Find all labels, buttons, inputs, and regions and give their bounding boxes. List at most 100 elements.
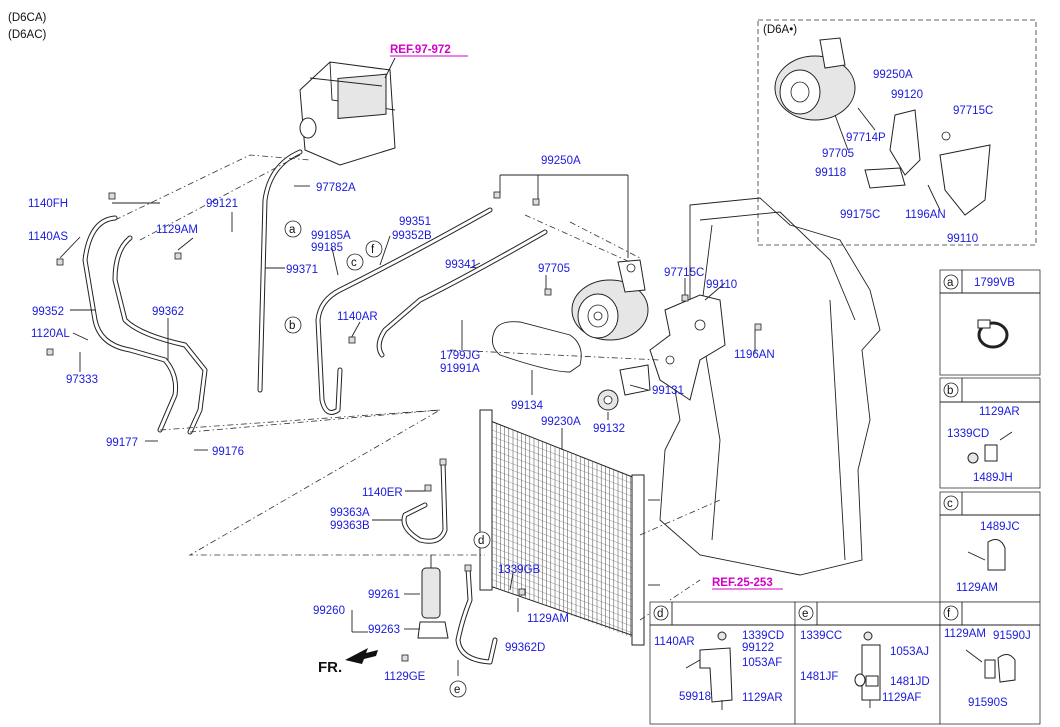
label-99250A[interactable]: 99250A — [541, 155, 581, 167]
label-1140ER[interactable]: 1140ER — [362, 487, 403, 499]
detail-box-a: a 1799VB — [939, 269, 1041, 376]
detail-e-1481JD[interactable]: 1481JD — [890, 676, 930, 688]
label-97715C[interactable]: 97715C — [664, 267, 704, 279]
detail-a-part[interactable]: 1799VB — [974, 277, 1015, 289]
label-99110[interactable]: 99110 — [706, 279, 737, 291]
detail-d-99122[interactable]: 99122 — [742, 642, 774, 654]
label-1140AR[interactable]: 1140AR — [337, 311, 378, 323]
svg-text:d: d — [478, 535, 484, 547]
label-1339GB[interactable]: 1339GB — [498, 564, 541, 576]
label-99121[interactable]: 99121 — [206, 198, 238, 210]
part-labels: 99250A 1140FH 99121 1140AS 1129AM 99352 … — [28, 155, 775, 683]
callout-f[interactable]: f — [365, 240, 383, 258]
label-99230A[interactable]: 99230A — [541, 416, 581, 428]
callout-d[interactable]: d — [473, 531, 491, 549]
detail-f-91590S[interactable]: 91590S — [968, 697, 1008, 709]
inset-label-99250A[interactable]: 99250A — [873, 69, 913, 81]
inset-label-97714P[interactable]: 97714P — [846, 132, 886, 144]
label-97333[interactable]: 97333 — [66, 374, 98, 386]
detail-d-1339CD[interactable]: 1339CD — [742, 630, 784, 642]
label-99351[interactable]: 99351 — [399, 216, 431, 228]
model-code-1: (D6CA) — [8, 12, 47, 24]
label-99185[interactable]: 99185 — [311, 242, 343, 254]
label-99362D[interactable]: 99362D — [505, 642, 545, 654]
label-91991A[interactable]: 91991A — [440, 363, 480, 375]
detail-d-1140AR[interactable]: 1140AR — [654, 636, 695, 648]
label-99260[interactable]: 99260 — [313, 605, 345, 617]
inset-label-97715C[interactable]: 97715C — [953, 105, 993, 117]
label-99263[interactable]: 99263 — [368, 624, 400, 636]
inset-label-97705[interactable]: 97705 — [822, 148, 854, 160]
label-99134[interactable]: 99134 — [511, 400, 544, 412]
ref-hvac[interactable]: REF.97-972 — [390, 44, 451, 56]
detail-c-1129AM[interactable]: 1129AM — [956, 582, 998, 594]
callout-c[interactable]: c — [346, 253, 364, 271]
label-99352B[interactable]: 99352B — [392, 230, 432, 242]
detail-b-1339CD[interactable]: 1339CD — [947, 428, 989, 440]
label-1129AM-a[interactable]: 1129AM — [156, 224, 198, 236]
dashed-guides — [114, 154, 721, 621]
label-1140AS[interactable]: 1140AS — [28, 231, 68, 243]
label-1140FH[interactable]: 1140FH — [28, 198, 68, 210]
detail-f-1129AM[interactable]: 1129AM — [944, 628, 986, 640]
detail-e-1129AF[interactable]: 1129AF — [882, 692, 921, 704]
detail-e-1481JF[interactable]: 1481JF — [800, 671, 838, 683]
detail-b-1489JH[interactable]: 1489JH — [973, 472, 1013, 484]
inset-label-99118[interactable]: 99118 — [815, 167, 846, 179]
inset-label-1196AN[interactable]: 1196AN — [905, 209, 946, 221]
label-1196AN[interactable]: 1196AN — [734, 349, 775, 361]
label-99177[interactable]: 99177 — [106, 437, 138, 449]
detail-e-1339CC[interactable]: 1339CC — [800, 630, 842, 642]
callout-b[interactable]: b — [284, 316, 302, 334]
inset-d6a: (D6A•) — [757, 19, 1037, 246]
label-1129AM-b[interactable]: 1129AM — [527, 613, 569, 625]
label-99363A[interactable]: 99363A — [330, 507, 370, 519]
bolt — [56, 258, 64, 266]
label-1799JG[interactable]: 1799JG — [440, 350, 480, 362]
callout-e[interactable]: e — [449, 680, 467, 698]
label-1129GE[interactable]: 1129GE — [384, 671, 426, 683]
detail-c-1489JC[interactable]: 1489JC — [980, 521, 1020, 533]
bolt — [439, 458, 447, 466]
svg-text:(D6A•): (D6A•) — [763, 24, 797, 36]
hose-liquid — [401, 459, 498, 665]
label-97705[interactable]: 97705 — [538, 263, 570, 275]
hvac-unit — [299, 61, 396, 166]
detail-d-59918[interactable]: 59918 — [679, 691, 711, 703]
bolt — [544, 288, 552, 296]
inset-label-99120[interactable]: 99120 — [891, 89, 923, 101]
label-99261[interactable]: 99261 — [368, 589, 400, 601]
label-99176[interactable]: 99176 — [212, 446, 244, 458]
label-99362[interactable]: 99362 — [152, 306, 184, 318]
label-99363B[interactable]: 99363B — [330, 520, 370, 532]
label-99371[interactable]: 99371 — [286, 264, 318, 276]
inset-label-99175C[interactable]: 99175C — [840, 209, 880, 221]
detail-box-d: d — [649, 601, 796, 725]
detail-f-91590J[interactable]: 91590J — [993, 630, 1031, 642]
callout-a[interactable]: a — [284, 220, 302, 238]
label-99341[interactable]: 99341 — [445, 259, 477, 271]
detail-box-f: f — [939, 601, 1041, 725]
bolt — [401, 654, 409, 662]
label-99131[interactable]: 99131 — [652, 385, 684, 397]
svg-text:b: b — [947, 385, 953, 397]
bolt — [348, 336, 356, 344]
detail-d-1129AR[interactable]: 1129AR — [742, 692, 783, 704]
detail-box-b: b — [939, 377, 1041, 489]
label-97782A[interactable]: 97782A — [316, 182, 356, 194]
detail-b-1129AR[interactable]: 1129AR — [979, 406, 1020, 418]
detail-d-1053AF[interactable]: 1053AF — [742, 657, 782, 669]
svg-text:c: c — [947, 498, 953, 510]
bolt — [532, 198, 540, 206]
svg-text:c: c — [351, 257, 357, 269]
ac-compressor — [571, 259, 649, 341]
detail-e-1053AJ[interactable]: 1053AJ — [890, 646, 929, 658]
svg-text:a: a — [289, 224, 296, 236]
ref-radiator[interactable]: REF.25-253 — [712, 577, 773, 589]
label-99132[interactable]: 99132 — [593, 423, 625, 435]
label-1120AL[interactable]: 1120AL — [31, 328, 70, 340]
label-99352[interactable]: 99352 — [32, 306, 64, 318]
condenser — [479, 409, 660, 646]
inset-label-99110[interactable]: 99110 — [947, 233, 978, 245]
label-99185A[interactable]: 99185A — [311, 230, 351, 242]
